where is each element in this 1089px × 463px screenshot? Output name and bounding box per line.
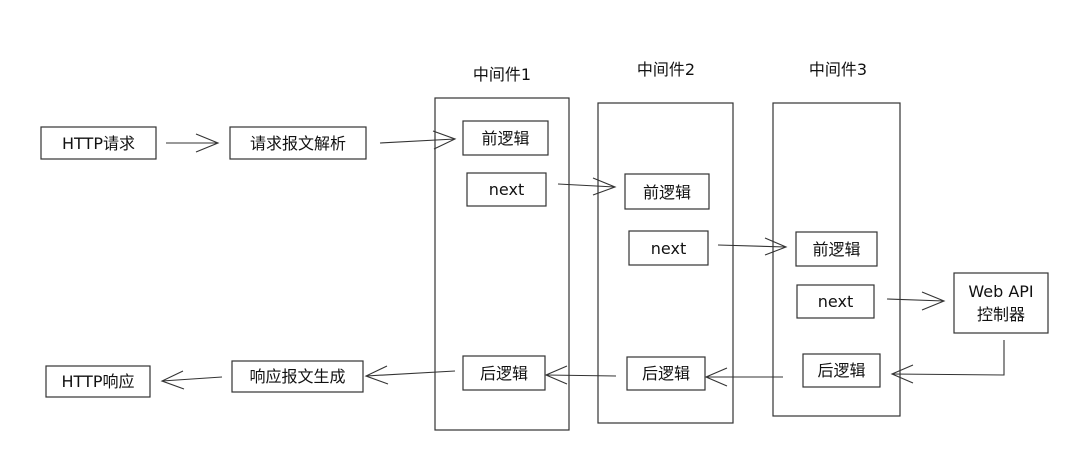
middleware-1-title: 中间件1 [473, 65, 531, 84]
request-parse-box [229, 126, 367, 160]
middleware-2-next-label: next [651, 239, 686, 258]
middleware-1-before-box [462, 120, 549, 156]
arrow-middleware-2-to-middleware-1 [544, 365, 617, 385]
http-response-box [45, 365, 151, 398]
response-generate-box [231, 360, 364, 393]
http-response-label: HTTP响应 [62, 372, 135, 391]
web-api-controller-line1: Web API [968, 282, 1033, 301]
request-parse-label: 请求报文解析 [250, 134, 346, 153]
arrow-parse-to-middleware-1 [379, 130, 457, 150]
middleware-3-before-box [795, 231, 878, 267]
middleware-1-next-label: next [489, 180, 524, 199]
middleware-3-after-label: 后逻辑 [817, 361, 865, 380]
middleware-2-next-box [628, 230, 709, 266]
response-generate-label: 响应报文生成 [249, 367, 345, 386]
middleware-1-container [434, 97, 570, 431]
middleware-2-after-label: 后逻辑 [642, 364, 690, 383]
middleware-3-next-box [796, 284, 875, 319]
middleware-1-after-box [462, 355, 546, 391]
middleware-1-before-label: 前逻辑 [481, 129, 529, 148]
middleware-2-container [597, 102, 734, 424]
arrow-middleware-1-to-generate [364, 365, 456, 385]
middleware-3-next-label: next [818, 292, 853, 311]
middleware-2-before-box [624, 173, 710, 210]
middleware-3-title: 中间件3 [809, 60, 867, 79]
arrow-generate-to-response [160, 370, 223, 390]
arrow-middleware-3-next-to-controller [886, 291, 946, 311]
middleware-2-title: 中间件2 [637, 60, 695, 79]
web-api-controller-box [953, 272, 1049, 334]
middleware-2-before-label: 前逻辑 [643, 183, 691, 202]
middleware-3-container [772, 102, 901, 417]
arrow-controller-to-middleware-3 [890, 340, 1005, 384]
http-request-box [40, 126, 157, 160]
http-request-label: HTTP请求 [62, 134, 135, 153]
middleware-1-next-box [466, 172, 547, 207]
arrow-middleware-3-to-middleware-2 [704, 367, 783, 387]
arrow-middleware-1-next-to-middleware-2 [557, 177, 617, 196]
arrow-request-to-parse [166, 133, 220, 153]
middleware-3-after-box [802, 353, 881, 388]
arrow-middleware-2-next-to-middleware-3 [717, 237, 788, 256]
middleware-2-after-box [626, 356, 706, 391]
middleware-1-after-label: 后逻辑 [480, 364, 528, 383]
middleware-3-before-label: 前逻辑 [812, 240, 860, 259]
web-api-controller-line2: 控制器 [977, 305, 1025, 324]
